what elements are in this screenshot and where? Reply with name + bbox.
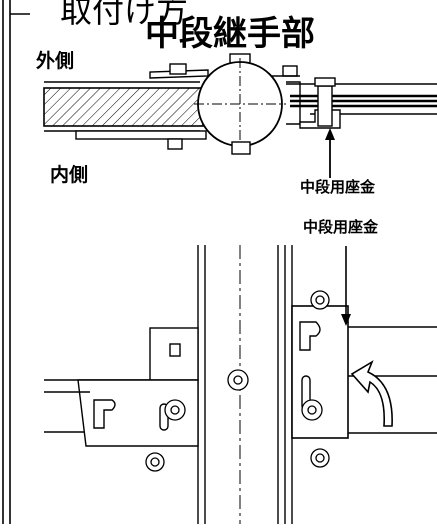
washer-arrowhead-bottom bbox=[341, 314, 351, 326]
right-vertical-bolt bbox=[317, 85, 333, 127]
right-bolt-cap bbox=[314, 77, 336, 87]
title-partial: 取付け方 bbox=[60, 0, 189, 30]
bolt-4-core bbox=[307, 405, 317, 415]
bolt-1-core bbox=[315, 295, 325, 305]
left-bracket-plate bbox=[77, 379, 199, 447]
right-bracket bbox=[286, 81, 301, 125]
callout-washer-bottom: 中段用座金 bbox=[303, 218, 379, 236]
bolt-6-core bbox=[315, 453, 325, 463]
section-view bbox=[43, 53, 437, 178]
bolt-5-core bbox=[150, 457, 160, 467]
right-keyhole-slot bbox=[299, 321, 321, 351]
callout-washer-top: 中段用座金 bbox=[300, 178, 376, 196]
left-bracket-slot bbox=[169, 343, 181, 357]
label-inner-side: 内側 bbox=[50, 164, 89, 186]
washer-arrowhead-top bbox=[325, 128, 335, 140]
elevation-view bbox=[44, 245, 437, 524]
left-keyhole-slot bbox=[93, 399, 116, 429]
page-title: 中段継手部 bbox=[145, 14, 315, 54]
bolt-3-core bbox=[170, 405, 180, 415]
bolt-2-core bbox=[233, 375, 243, 385]
rotation-arrow bbox=[350, 360, 393, 427]
lower-clamp-plate bbox=[75, 130, 207, 140]
lower-bolt-head bbox=[167, 138, 183, 150]
upper-bolt-head bbox=[169, 63, 187, 75]
hatched-beam bbox=[43, 87, 205, 127]
bottom-bolt-head bbox=[231, 141, 251, 155]
right-bolt-head bbox=[282, 65, 298, 77]
label-outer-side: 外側 bbox=[36, 50, 75, 72]
